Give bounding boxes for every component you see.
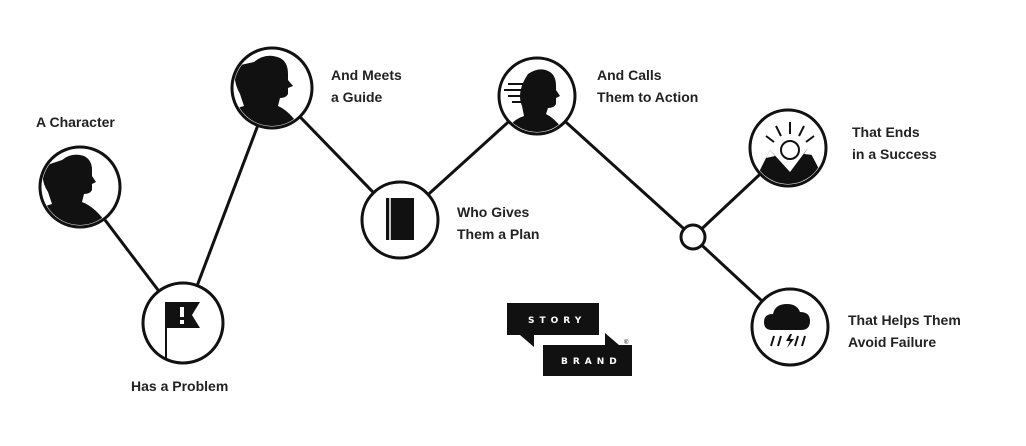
storm-cloud-icon — [764, 304, 810, 348]
step-action-node — [497, 56, 577, 136]
step-character-node — [38, 145, 122, 229]
step-guide-node — [230, 46, 314, 130]
svg-text:®: ® — [624, 339, 629, 346]
step-failure-node — [750, 287, 830, 367]
storybrand-logo: STORY BRAND ® — [507, 303, 632, 376]
step-plan-node — [360, 180, 440, 260]
step-success-node — [748, 108, 828, 188]
step-problem-label: Has a Problem — [131, 378, 229, 394]
book-icon — [386, 198, 414, 240]
svg-text:BRAND: BRAND — [561, 357, 622, 367]
junction-node — [679, 223, 707, 251]
step-problem-node — [141, 281, 225, 365]
svg-text:STORY: STORY — [528, 316, 586, 326]
person-moving-icon — [501, 69, 570, 132]
step-character-label: A Character — [36, 114, 115, 130]
connector-line — [181, 87, 274, 324]
flag-exclamation-icon — [165, 302, 200, 358]
